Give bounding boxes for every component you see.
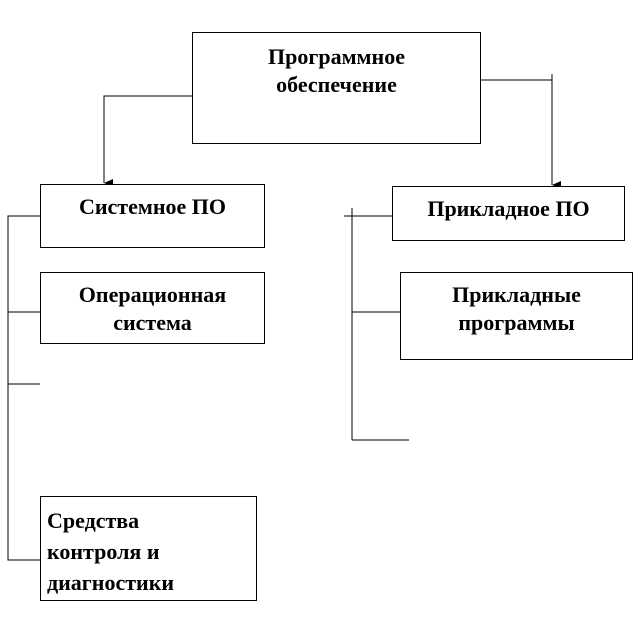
node-applied-software: Прикладное ПО	[392, 186, 625, 241]
root-node-software: Программное обеспечение	[192, 32, 481, 144]
arrow-root-to-applied	[481, 79, 561, 189]
node-control-diagnostic-tools: Средства контроля и диагностики	[40, 496, 257, 601]
node-applied-programs: Прикладные программы	[400, 272, 633, 360]
node-system-software: Системное ПО	[40, 184, 265, 248]
left-trunk	[7, 215, 40, 561]
arrow-root-to-system	[103, 95, 192, 187]
node-operating-system: Операционная система	[40, 272, 265, 344]
